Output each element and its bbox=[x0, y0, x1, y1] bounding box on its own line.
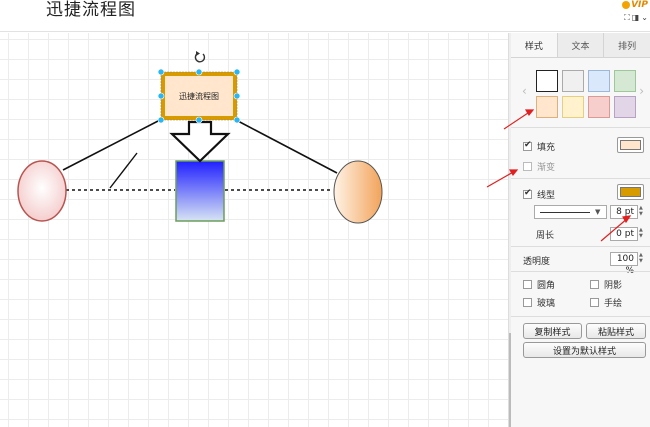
tab-arrange[interactable]: 排列 bbox=[603, 33, 650, 57]
opacity-stepper[interactable]: ▲▼ bbox=[639, 252, 643, 264]
swatch-white[interactable] bbox=[536, 70, 558, 92]
rounded-checkbox[interactable] bbox=[523, 280, 532, 289]
dropdown-arrow-icon[interactable]: ▼ bbox=[595, 208, 601, 216]
gradient-label: 渐变 bbox=[537, 163, 556, 173]
process-box-label: 迅捷流程图 bbox=[179, 92, 219, 101]
perimeter-input[interactable]: 0 pt bbox=[610, 227, 638, 241]
header-actions: VIP ⛶ ◨ ⌄ bbox=[616, 0, 648, 28]
swatch-blue[interactable] bbox=[588, 70, 610, 92]
shadow-checkbox[interactable] bbox=[590, 280, 599, 289]
diagram-canvas[interactable]: 迅捷流程图 bbox=[0, 33, 508, 427]
resize-handle-ne[interactable] bbox=[233, 68, 241, 76]
divider bbox=[511, 246, 650, 247]
line-style-select[interactable] bbox=[534, 205, 607, 219]
rounded-row: 圆角 bbox=[523, 278, 555, 291]
connector-left-diagonal[interactable] bbox=[62, 119, 161, 171]
swatch-gray[interactable] bbox=[562, 70, 584, 92]
perimeter-row: 周长 bbox=[536, 228, 554, 241]
collapse-icon[interactable]: ⌄ bbox=[641, 13, 648, 22]
glass-checkbox[interactable] bbox=[523, 298, 532, 307]
title-bar: 迅捷流程图 VIP ⛶ ◨ ⌄ bbox=[0, 0, 650, 32]
resize-handle-w[interactable] bbox=[157, 92, 165, 100]
panel-splitter[interactable] bbox=[508, 33, 511, 427]
vip-badge[interactable]: VIP bbox=[622, 0, 648, 10]
app-title: 迅捷流程图 bbox=[46, 0, 136, 20]
gradient-rectangle-shape[interactable] bbox=[175, 160, 225, 222]
line-color-preview bbox=[620, 187, 641, 197]
sketch-checkbox[interactable] bbox=[590, 298, 599, 307]
fill-checkbox[interactable] bbox=[523, 140, 532, 151]
swatch-green[interactable] bbox=[614, 70, 636, 92]
format-tabs: 样式 文本 排列 bbox=[511, 33, 650, 58]
format-panel: 样式 文本 排列 ‹ › 填充 渐变 bbox=[511, 33, 650, 427]
line-color-button[interactable] bbox=[617, 184, 644, 200]
perimeter-stepper[interactable]: ▲▼ bbox=[639, 227, 643, 239]
vip-label: VIP bbox=[631, 0, 648, 10]
fill-row: 填充 bbox=[523, 140, 555, 153]
perimeter-label: 周长 bbox=[536, 231, 555, 241]
rotate-handle-icon[interactable] bbox=[194, 51, 206, 63]
tab-style[interactable]: 样式 bbox=[511, 33, 557, 57]
resize-handle-nw[interactable] bbox=[157, 68, 165, 76]
swatch-orange[interactable] bbox=[536, 96, 558, 118]
line-checkbox[interactable] bbox=[523, 188, 532, 199]
connector-right-diagonal[interactable] bbox=[235, 119, 338, 174]
copy-style-button[interactable]: 复制样式 bbox=[523, 323, 582, 339]
divider bbox=[511, 316, 650, 317]
scrollbar-thumb[interactable] bbox=[509, 333, 511, 427]
gradient-checkbox[interactable] bbox=[523, 162, 532, 171]
set-default-style-button[interactable]: 设置为默认样式 bbox=[523, 342, 646, 358]
shadow-label: 阴影 bbox=[604, 281, 623, 291]
swatch-red[interactable] bbox=[588, 96, 610, 118]
diagram-svg[interactable] bbox=[0, 33, 508, 427]
line-width-stepper[interactable]: ▲▼ bbox=[639, 205, 643, 217]
fill-color-preview bbox=[620, 140, 641, 150]
sketch-row: 手绘 bbox=[590, 296, 622, 309]
gradient-row: 渐变 bbox=[523, 160, 555, 173]
glass-row: 玻璃 bbox=[523, 296, 555, 309]
tab-text[interactable]: 文本 bbox=[556, 33, 604, 57]
paste-style-button[interactable]: 粘贴样式 bbox=[586, 323, 646, 339]
fullscreen-icon[interactable]: ⛶ bbox=[624, 13, 630, 22]
right-circle-shape[interactable] bbox=[333, 160, 383, 224]
down-arrow-shape[interactable] bbox=[169, 120, 231, 163]
opacity-label: 透明度 bbox=[523, 257, 551, 267]
fill-label: 填充 bbox=[537, 143, 556, 153]
resize-handle-e[interactable] bbox=[233, 92, 241, 100]
chevron-left-icon[interactable]: ‹ bbox=[522, 84, 527, 98]
opacity-row: 透明度 bbox=[523, 254, 550, 267]
divider bbox=[511, 271, 650, 272]
divider bbox=[511, 178, 650, 179]
opacity-input[interactable]: 100 % bbox=[610, 252, 638, 276]
window-controls: ⛶ ◨ ⌄ bbox=[624, 13, 648, 23]
sketch-label: 手绘 bbox=[604, 299, 623, 309]
line-width-input[interactable]: 8 pt bbox=[610, 205, 638, 219]
resize-handle-n[interactable] bbox=[195, 68, 203, 76]
glass-label: 玻璃 bbox=[537, 299, 556, 309]
vip-icon bbox=[622, 0, 631, 9]
left-circle-shape[interactable] bbox=[17, 160, 67, 222]
swatch-yellow[interactable] bbox=[562, 96, 584, 118]
resize-handle-s[interactable] bbox=[195, 116, 203, 124]
line-label: 线型 bbox=[537, 191, 556, 201]
short-line[interactable] bbox=[109, 152, 138, 189]
style-swatches: ‹ › bbox=[511, 58, 650, 128]
resize-handle-sw[interactable] bbox=[157, 116, 165, 124]
panel-toggle-icon[interactable]: ◨ bbox=[631, 13, 640, 22]
line-row: 线型 bbox=[523, 188, 555, 201]
rounded-label: 圆角 bbox=[537, 281, 556, 291]
shadow-row: 阴影 bbox=[590, 278, 622, 291]
resize-handle-se[interactable] bbox=[233, 116, 241, 124]
chevron-right-icon[interactable]: › bbox=[639, 84, 644, 98]
fill-color-button[interactable] bbox=[617, 137, 644, 153]
swatch-purple[interactable] bbox=[614, 96, 636, 118]
